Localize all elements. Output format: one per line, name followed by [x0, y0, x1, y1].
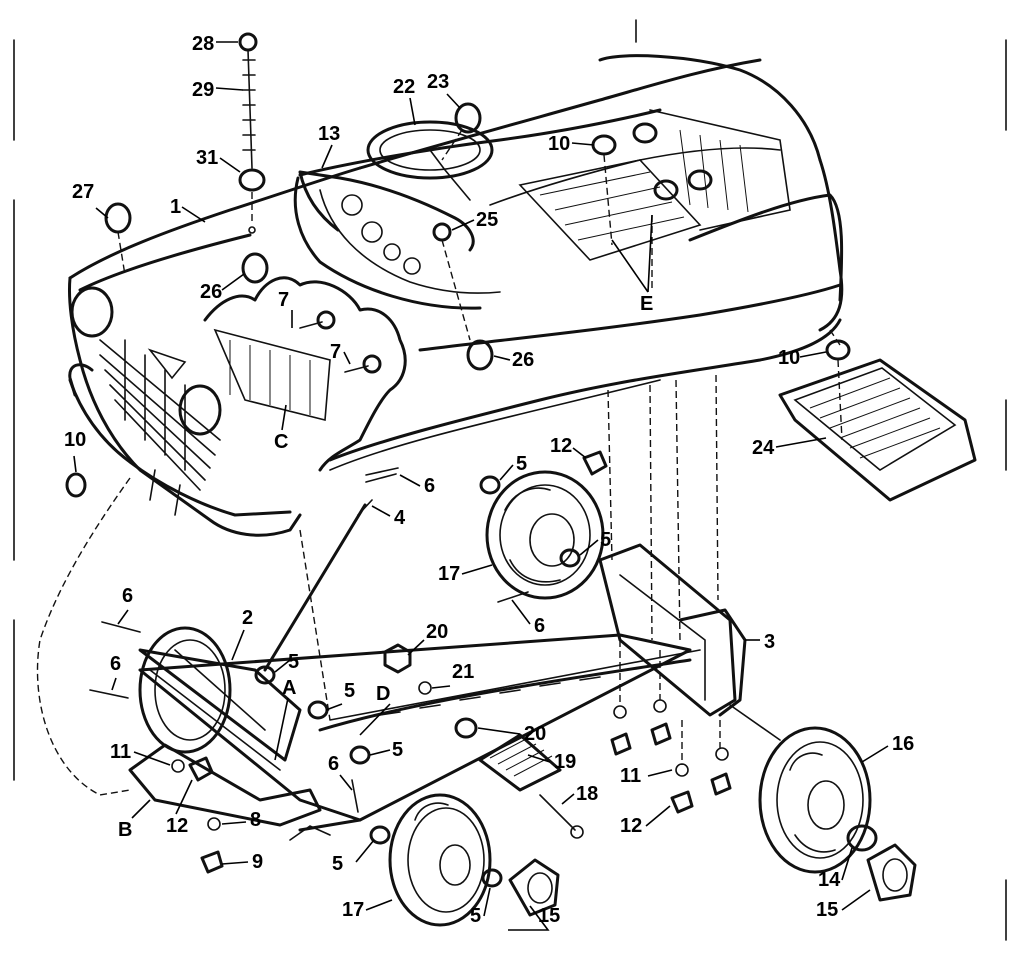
callout-6-d: 6 [110, 653, 121, 675]
callout-3: 3 [764, 631, 775, 653]
callout-29: 29 [192, 79, 214, 101]
scan-edge-marks [13, 19, 1007, 941]
callout-18: 18 [576, 783, 598, 805]
callout-5-g: 5 [470, 905, 481, 927]
callout-5-a: 5 [516, 453, 527, 475]
callout-5-e: 5 [392, 739, 403, 761]
callout-10-right: 10 [778, 347, 800, 369]
callout-16: 16 [892, 733, 914, 755]
callout-15-right: 15 [816, 899, 838, 921]
callout-1: 1 [170, 196, 181, 218]
callout-12-left: 12 [166, 815, 188, 837]
callout-14: 14 [818, 869, 841, 891]
callout-20-a: 20 [426, 621, 448, 643]
callout-5-d: 5 [344, 680, 355, 702]
callout-11-left: 11 [110, 741, 131, 763]
callout-17-lower: 17 [342, 899, 364, 921]
callout-6-a: 6 [424, 475, 435, 497]
callout-13: 13 [318, 123, 340, 145]
callout-6-c: 6 [122, 585, 133, 607]
callout-12-right: 12 [620, 815, 642, 837]
callout-labels: 28 29 31 27 1 22 23 13 10 25 26 7 7 26 C… [64, 33, 914, 927]
callout-6-b: 6 [534, 615, 545, 637]
leader-lines [73, 41, 889, 931]
callout-22: 22 [393, 76, 415, 98]
callout-7-upper: 7 [278, 289, 289, 311]
callout-c: C [274, 431, 288, 453]
callout-25: 25 [476, 209, 498, 231]
callout-10-top: 10 [548, 133, 570, 155]
callout-5-f: 5 [332, 853, 343, 875]
callout-15-lower: 15 [538, 905, 560, 927]
callout-b: B [118, 819, 132, 841]
callout-21: 21 [452, 661, 474, 683]
callout-17-upper: 17 [438, 563, 460, 585]
callout-26-left: 26 [200, 281, 222, 303]
hardware-drawing [36, 32, 851, 888]
callout-6-e: 6 [328, 753, 339, 775]
car-body-drawing [68, 54, 844, 537]
callout-19: 19 [554, 751, 576, 773]
callout-31: 31 [196, 147, 218, 169]
callout-8: 8 [250, 809, 261, 831]
callout-10-left: 10 [64, 429, 86, 451]
floor-mat-drawing [778, 358, 977, 502]
wheels-drawing [138, 470, 917, 927]
callout-26-right: 26 [512, 349, 534, 371]
callout-9: 9 [252, 851, 263, 873]
callout-28: 28 [192, 33, 214, 55]
callout-27: 27 [72, 181, 94, 203]
callout-4: 4 [394, 507, 406, 529]
callout-5-c: 5 [288, 651, 299, 673]
callout-d: D [376, 683, 390, 705]
callout-23: 23 [427, 71, 449, 93]
callout-a: A [282, 677, 296, 699]
callout-20-b: 20 [524, 723, 546, 745]
callout-2: 2 [242, 607, 253, 629]
callout-11-right: 11 [620, 765, 641, 787]
callout-7-lower: 7 [330, 341, 341, 363]
callout-12-upper: 12 [550, 435, 572, 457]
callout-5-b: 5 [600, 529, 611, 551]
callout-e: E [640, 293, 653, 315]
callout-24: 24 [752, 437, 775, 459]
